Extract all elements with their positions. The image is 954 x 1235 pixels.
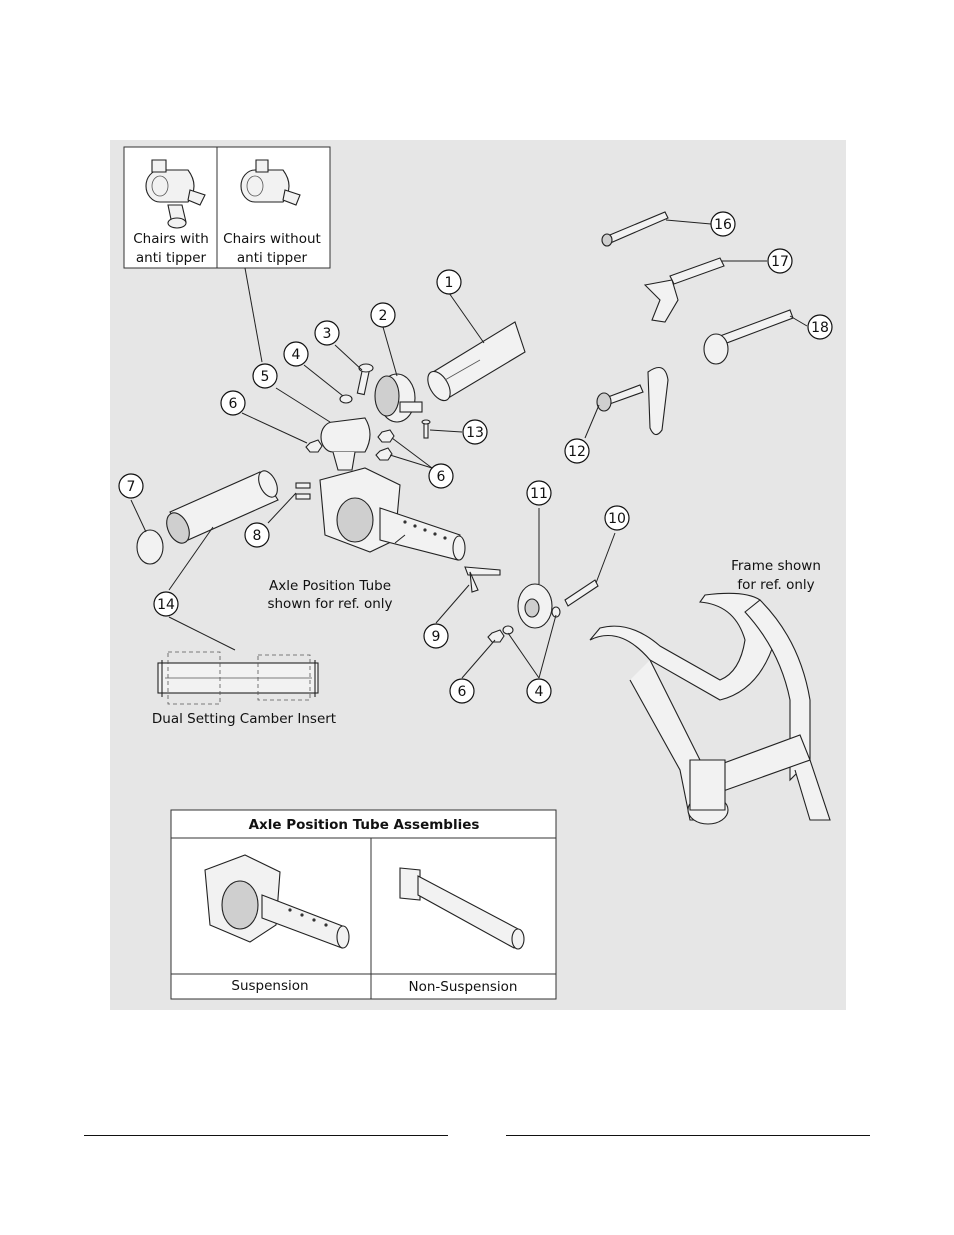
callout-4: 4 — [283, 341, 309, 367]
svg-text:14: 14 — [157, 597, 175, 613]
callout-4b: 4 — [526, 678, 552, 704]
svg-text:12: 12 — [568, 444, 586, 460]
callout-7: 7 — [118, 473, 144, 499]
svg-text:5: 5 — [261, 369, 270, 385]
bolt-part-9 — [464, 566, 501, 593]
dual-setting-camber-insert-detail — [157, 651, 319, 705]
frame-reference — [589, 592, 831, 825]
callout-2: 2 — [370, 302, 396, 328]
svg-text:11: 11 — [530, 486, 548, 502]
svg-text:1: 1 — [445, 275, 454, 291]
clamp-without-anti-tipper-icon — [240, 159, 301, 206]
callout-17: 17 — [767, 248, 793, 274]
svg-text:7: 7 — [127, 479, 136, 495]
bolt-part-10 — [564, 579, 599, 607]
main-tube-part-1 — [427, 321, 526, 402]
svg-text:6: 6 — [437, 469, 446, 485]
callout-6b: 6 — [428, 463, 454, 489]
nut-part-6b — [487, 629, 505, 643]
callout-3: 3 — [314, 320, 340, 346]
callout-9: 9 — [423, 623, 449, 649]
push-button-axle-part-18 — [703, 309, 794, 365]
callout-13: 13 — [462, 419, 488, 445]
tube-clamp-part-2 — [374, 373, 423, 423]
callout-leader-lines — [130, 219, 808, 679]
callout-5: 5 — [252, 363, 278, 389]
bolt-part-3 — [356, 363, 374, 396]
callout-12: 12 — [564, 438, 590, 464]
non-suspension-label: Non-Suspension — [409, 979, 518, 995]
svg-text:10: 10 — [608, 511, 626, 527]
svg-text:13: 13 — [466, 425, 484, 441]
screw-part-13 — [421, 419, 431, 439]
camber-insert-part-14 — [166, 470, 279, 544]
svg-text:3: 3 — [323, 326, 332, 342]
variant-with-caption-line1: Chairs with — [133, 231, 209, 247]
callout-16: 16 — [710, 211, 736, 237]
svg-text:8: 8 — [253, 528, 262, 544]
svg-text:9: 9 — [432, 629, 441, 645]
washer-part-4 — [339, 394, 353, 404]
callout-18: 18 — [807, 314, 833, 340]
svg-text:4: 4 — [535, 684, 544, 700]
axle-position-tube-reference — [319, 467, 466, 561]
quick-release-axle-part-17 — [643, 257, 725, 323]
svg-text:2: 2 — [379, 308, 388, 324]
callout-14: 14 — [153, 591, 179, 617]
axle-tube-assemblies-table: Axle Position Tube Assemblies Suspension… — [170, 809, 557, 1000]
clamp-with-anti-tipper-icon — [145, 159, 206, 229]
svg-text:16: 16 — [714, 217, 732, 233]
washer-part-4b — [551, 606, 561, 618]
callout-10: 10 — [604, 505, 630, 531]
svg-text:6: 6 — [229, 396, 238, 412]
svg-text:6: 6 — [458, 684, 467, 700]
nut-part-6 — [305, 429, 395, 461]
washer-part-7 — [136, 529, 164, 565]
quick-release-lever-part-12 — [596, 366, 669, 436]
svg-text:17: 17 — [771, 254, 789, 270]
non-suspension-assembly-icon — [399, 867, 525, 950]
callout-6c: 6 — [449, 678, 475, 704]
frame-note-line2: for ref. only — [737, 577, 814, 593]
variant-without-caption-line2: anti tipper — [237, 250, 308, 266]
footer-rule-right — [506, 1135, 870, 1136]
axle-tube-note-line1: Axle Position Tube — [269, 578, 391, 594]
camber-insert-caption: Dual Setting Camber Insert — [152, 711, 336, 727]
svg-text:4: 4 — [292, 347, 301, 363]
variant-with-caption-line2: anti tipper — [136, 250, 207, 266]
suspension-assembly-icon — [204, 854, 350, 949]
svg-text:18: 18 — [811, 320, 829, 336]
anti-tipper-variant-box: Chairs with anti tipper Chairs without a… — [123, 146, 331, 269]
assemblies-table-title: Axle Position Tube Assemblies — [249, 817, 480, 833]
bolts-part-8 — [295, 482, 311, 500]
callout-bubbles: 1 2 3 4 5 6 6 7 8 9 10 11 12 13 14 16 17… — [118, 211, 833, 704]
anti-tipper-clamp-part-5 — [320, 417, 371, 471]
callout-11: 11 — [526, 480, 552, 506]
variant-without-caption-line1: Chairs without — [223, 231, 321, 247]
washer-part-4c — [502, 625, 514, 635]
camber-clamp-part-11 — [517, 583, 553, 629]
callout-6a: 6 — [220, 390, 246, 416]
frame-note-line1: Frame shown — [731, 558, 821, 574]
suspension-label: Suspension — [231, 978, 308, 994]
callout-1: 1 — [436, 269, 462, 295]
callout-8: 8 — [244, 522, 270, 548]
axle-tube-note-line2: shown for ref. only — [267, 596, 392, 612]
footer-rule-left — [84, 1135, 448, 1136]
axle-part-16 — [601, 211, 669, 247]
